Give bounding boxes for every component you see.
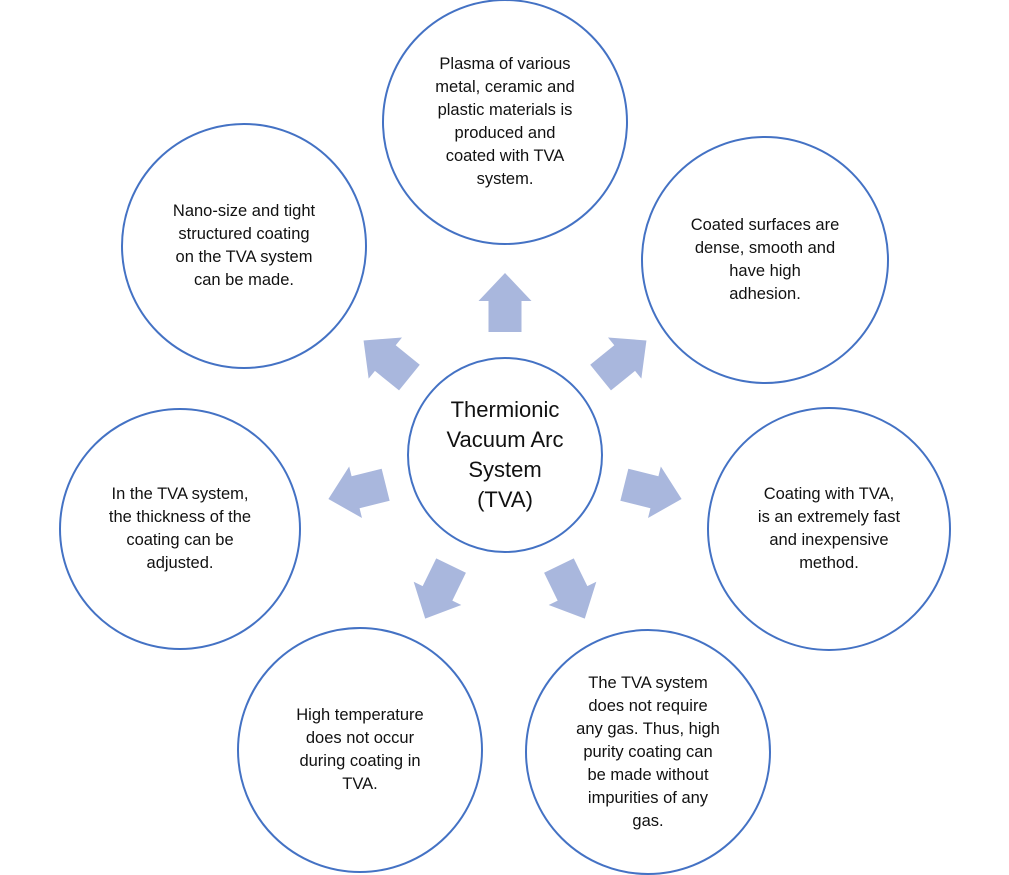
node-label-bottom-right: The TVA system does not require any gas. T… bbox=[526, 630, 770, 874]
node-label-top-right: Coated surfaces are dense, smooth and have… bbox=[642, 137, 888, 383]
arrow-top-right-icon bbox=[590, 337, 647, 391]
text-line: does not require bbox=[588, 696, 708, 715]
text-line: TVA. bbox=[342, 775, 378, 793]
arrow-bottom-left-icon bbox=[413, 558, 466, 619]
text-line: coating can be bbox=[126, 531, 234, 549]
text-line: on the TVA system bbox=[175, 248, 313, 266]
arrow-left-icon bbox=[328, 466, 390, 518]
text-line: Vacuum Arc bbox=[446, 427, 564, 452]
node-label-top-left: Nano-size and tight structured coating on … bbox=[122, 124, 366, 368]
text-line: High temperature bbox=[296, 706, 424, 724]
text-line: does not occur bbox=[305, 729, 415, 747]
text-line: gas. bbox=[632, 811, 664, 830]
circle-top bbox=[382, 0, 628, 245]
circle-bottom-left bbox=[237, 627, 483, 873]
text-line: be made without bbox=[587, 765, 709, 784]
text-line: (TVA) bbox=[477, 487, 533, 512]
text-line: during coating in bbox=[299, 752, 421, 770]
text-line: any gas. Thus, high bbox=[576, 719, 720, 738]
text-line: System bbox=[468, 457, 542, 482]
text-line: The TVA system bbox=[588, 673, 708, 692]
text-line: In the TVA system, bbox=[111, 485, 249, 503]
text-line: Nano-size and tight bbox=[172, 202, 316, 220]
text-line: Plasma of various bbox=[439, 55, 571, 73]
node-label-top: Plasma of various metal, ceramic and plast… bbox=[383, 0, 627, 244]
text-line: is an extremely fast bbox=[757, 508, 901, 526]
arrow-right-icon bbox=[620, 466, 682, 518]
node-label-left: In the TVA system, the thickness of the co… bbox=[60, 409, 300, 649]
text-line: adhesion. bbox=[729, 285, 801, 303]
node-label-bottom-left: High temperature does not occur during coa… bbox=[238, 628, 482, 872]
arrow-top-icon bbox=[478, 273, 532, 332]
circle-right bbox=[707, 407, 951, 651]
text-line: adjusted. bbox=[146, 554, 214, 572]
text-line: dense, smooth and bbox=[694, 239, 836, 257]
text-line: Thermionic bbox=[450, 397, 560, 422]
text-line: and inexpensive bbox=[769, 531, 889, 549]
text-line: can be made. bbox=[194, 271, 294, 289]
text-line: Coating with TVA, bbox=[763, 485, 895, 503]
text-line: the thickness of the bbox=[108, 508, 252, 526]
text-line: have high bbox=[729, 262, 801, 280]
text-line: coated with TVA bbox=[445, 147, 565, 165]
text-line: method. bbox=[799, 554, 859, 572]
circle-top-left bbox=[121, 123, 367, 369]
text-line: Coated surfaces are bbox=[690, 216, 840, 234]
circle-top-right bbox=[641, 136, 889, 384]
text-line: purity coating can bbox=[583, 742, 713, 761]
arrow-top-left-icon bbox=[363, 337, 420, 391]
center-circle bbox=[407, 357, 603, 553]
node-label-right: Coating with TVA, is an extremely fast and… bbox=[708, 408, 950, 650]
text-line: metal, ceramic and bbox=[435, 78, 575, 96]
arrow-bottom-right-icon bbox=[544, 558, 597, 619]
circle-left bbox=[59, 408, 301, 650]
text-line: impurities of any bbox=[587, 788, 709, 807]
text-line: structured coating bbox=[178, 225, 310, 243]
text-line: plastic materials is bbox=[437, 101, 573, 119]
text-line: system. bbox=[476, 170, 534, 188]
text-line: produced and bbox=[454, 124, 556, 142]
circle-bottom-right bbox=[525, 629, 771, 875]
